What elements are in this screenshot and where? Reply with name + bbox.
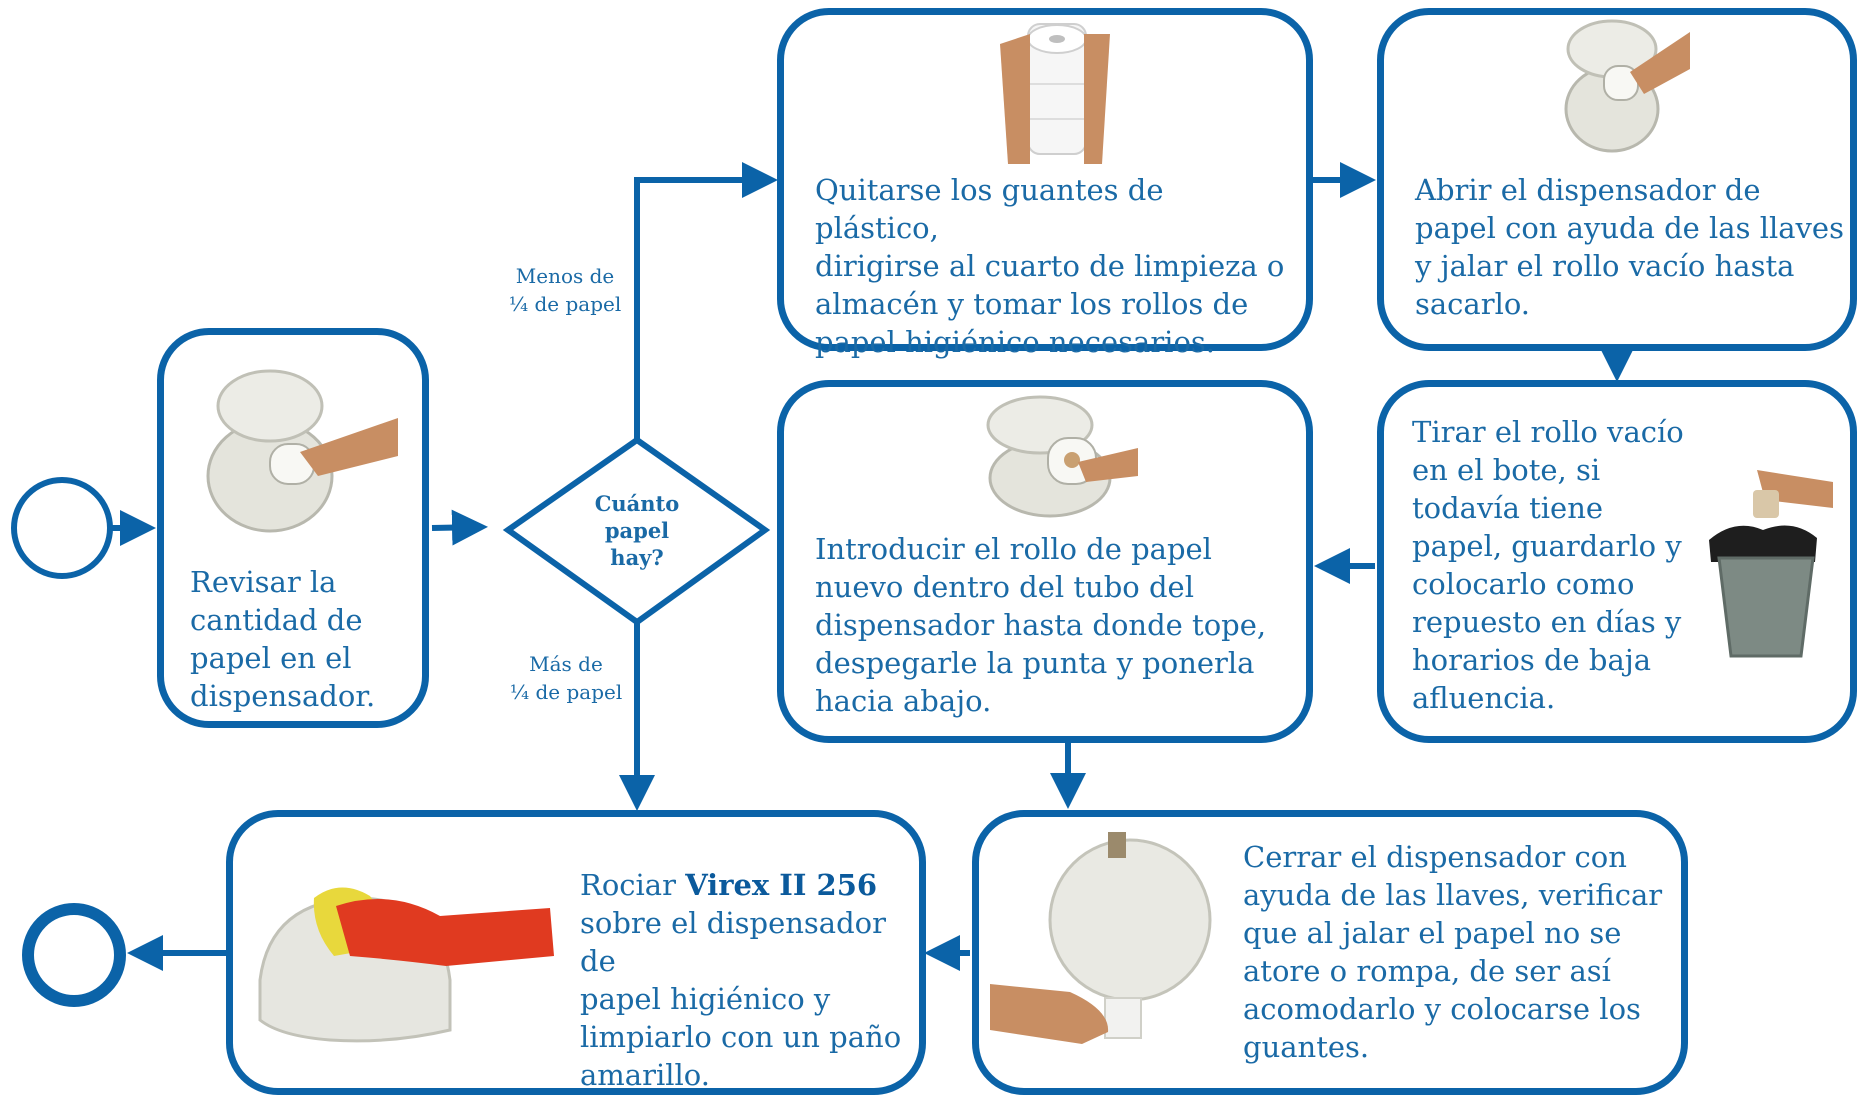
step-introducir-text: Introducir el rollo de papel nuevo dentr…	[815, 532, 1267, 718]
dispenser-open-illustration	[206, 369, 398, 533]
decision-text: Cuánto papel hay?	[594, 491, 680, 570]
arrow-decision-quitarse	[634, 162, 778, 440]
step-rociar-post: sobre el dispensador de papel higiénico …	[580, 906, 902, 1092]
dispenser-insert-illustration	[986, 395, 1138, 518]
trash-bin-illustration	[1709, 470, 1833, 658]
step-abrir-text: Abrir el dispensador de papel con ayuda …	[1415, 173, 1844, 321]
dispenser-closed-illustration	[990, 832, 1212, 1044]
cleaning-glove-illustration	[258, 887, 554, 1043]
step-cerrar-text: Cerrar el dispensador con ayuda de las l…	[1243, 840, 1663, 1064]
start-circle	[11, 477, 113, 579]
branch-label-more: Más de ¼ de papel	[509, 652, 623, 704]
decision-diamond	[502, 436, 771, 626]
product-name: Virex II 256	[685, 868, 878, 902]
step-revisar-text: Revisar la cantidad de papel en el dispe…	[190, 565, 376, 713]
step-rociar-pre: Rociar	[580, 868, 686, 902]
paper-rolls-illustration	[1000, 23, 1110, 164]
step-introducir	[777, 380, 1313, 743]
end-circle	[22, 903, 126, 1007]
step-rociar-text: Rociar Virex II 256 sobre el dispensador…	[580, 866, 920, 1094]
arrow-revisar-decision	[431, 509, 488, 546]
branch-label-less: Menos de ¼ de papel	[508, 264, 622, 316]
step-quitarse-text: Quitarse los guantes de plástico, dirigi…	[815, 173, 1285, 359]
step-tirar-text: Tirar el rollo vacío en el bote, si toda…	[1412, 415, 1684, 715]
dispenser-pull-illustration	[1564, 19, 1690, 153]
